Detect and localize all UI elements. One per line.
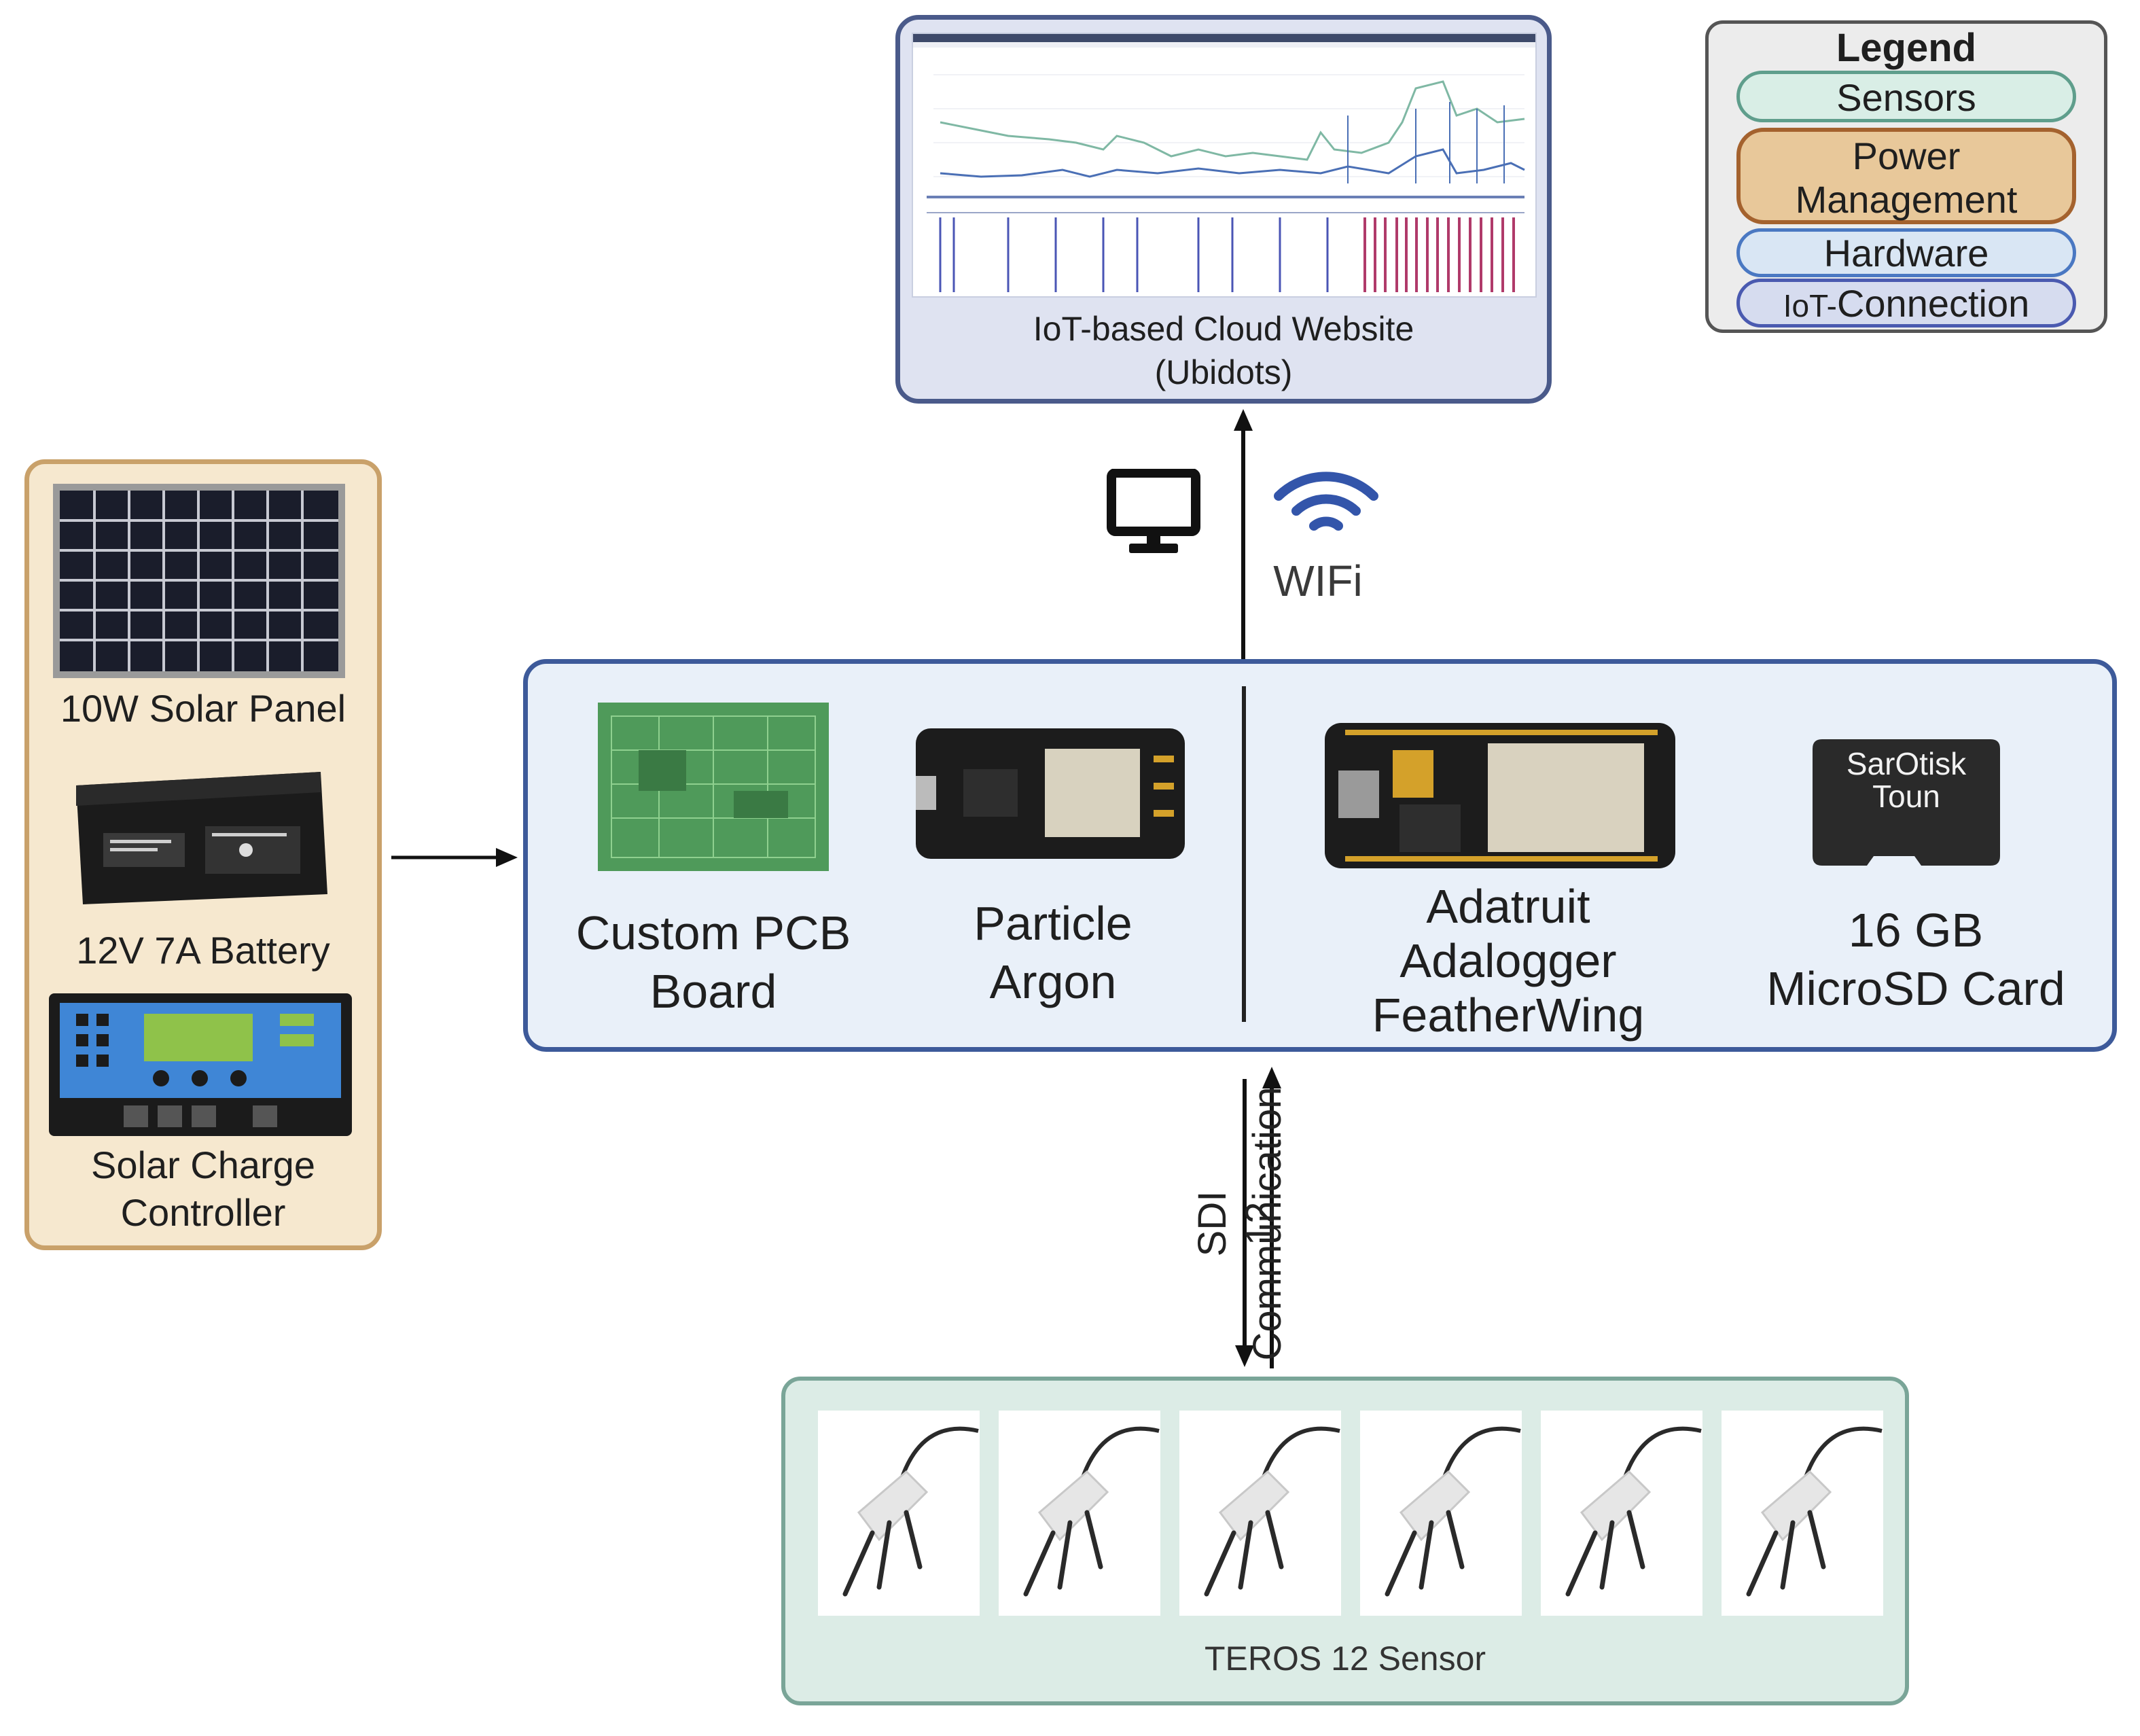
- teros-sensor-1: [818, 1411, 980, 1616]
- legend-hardware-label: Hardware: [1823, 232, 1989, 274]
- particle-argon-line2: Argon: [989, 955, 1117, 1008]
- charge-controller-label: Solar Charge Controller: [24, 1141, 382, 1237]
- charge-controller-line2: Controller: [120, 1191, 286, 1234]
- microsd-card-text: SarOtisk Toun: [1813, 747, 2000, 813]
- custom-pcb-icon: [598, 703, 829, 871]
- wifi-icon: [1274, 472, 1378, 531]
- upload-arrow: [1234, 409, 1253, 663]
- charge-controller-line1: Solar Charge: [91, 1144, 315, 1186]
- soil-sensor-icon: [1746, 1426, 1883, 1597]
- battery-label: 12V 7A Battery: [76, 929, 330, 972]
- sdi12-label: SDI 12: [1190, 1190, 1282, 1257]
- soil-sensor-icon: [1204, 1426, 1340, 1597]
- hardware-divider: [1242, 686, 1246, 1022]
- microsd-card-shape: [1813, 739, 2000, 866]
- microsd-line2: MicroSD Card: [1766, 962, 2065, 1015]
- teros-sensor-5: [1541, 1411, 1702, 1616]
- adalogger-line2: Adalogger: [1399, 934, 1617, 987]
- microsd-label: 16 GB MicroSD Card: [1726, 901, 2106, 1018]
- custom-pcb-line2: Board: [649, 965, 777, 1018]
- adalogger-line3: FeatherWing: [1372, 989, 1645, 1042]
- cloud-title-line2: (Ubidots): [1154, 353, 1293, 391]
- microsd-card-text1: SarOtisk: [1846, 746, 1967, 781]
- adalogger-featherwing-icon: [1325, 723, 1675, 868]
- adalogger-line1: Adatruit: [1426, 880, 1590, 933]
- soil-sensor-icon: [1023, 1426, 1160, 1597]
- legend-management-label: Management: [1795, 178, 2018, 221]
- dashboard-screenshot: [912, 33, 1537, 298]
- legend-sensors-label: Sensors: [1836, 76, 1976, 119]
- microsd-card-icon: SarOtisk Toun: [1813, 739, 2000, 866]
- sensors-label: TEROS 12 Sensor: [1204, 1640, 1486, 1678]
- power-to-hardware-arrow: [391, 848, 518, 867]
- communication-label: Communication: [1245, 1086, 1289, 1361]
- microsd-card-text2: Toun: [1872, 779, 1940, 814]
- legend-item-power-management: Power Management: [1736, 128, 2076, 224]
- battery-icon: [76, 772, 327, 904]
- legend-title: Legend: [1836, 26, 1977, 70]
- sdi12-arrows: [1235, 1067, 1281, 1368]
- adalogger-label: Adatruit Adalogger FeatherWing: [1298, 879, 1719, 1042]
- soil-sensor-icon: [1565, 1426, 1702, 1597]
- teros-sensor-3: [1179, 1411, 1341, 1616]
- teros-sensor-4: [1360, 1411, 1522, 1616]
- charge-controller-icon: [49, 993, 352, 1136]
- legend-connection-label: Connection: [1836, 282, 2030, 325]
- cloud-website-label: IoT-based Cloud Website (Ubidots): [895, 307, 1552, 394]
- monitor-icon: [1107, 469, 1200, 553]
- soil-sensor-icon: [1385, 1426, 1521, 1597]
- custom-pcb-line1: Custom PCB: [575, 906, 851, 959]
- solar-panel-icon: [53, 484, 345, 678]
- legend-item-iot-connection: IoT-Connection: [1736, 279, 2076, 327]
- teros-sensor-2: [999, 1411, 1160, 1616]
- solar-panel-label: 10W Solar Panel: [60, 687, 346, 730]
- cloud-title-line1: IoT-based Cloud Website: [1033, 310, 1414, 348]
- legend-item-sensors: Sensors: [1736, 71, 2076, 122]
- soil-sensor-icon: [842, 1426, 979, 1597]
- legend-item-hardware: Hardware: [1736, 228, 2076, 277]
- particle-argon-line1: Particle: [974, 897, 1133, 950]
- legend-iot-prefix: IoT-: [1783, 288, 1837, 323]
- microsd-line1: 16 GB: [1848, 904, 1984, 957]
- dashboard-chart-graphic: [913, 34, 1535, 292]
- legend-power-label: Power: [1852, 135, 1961, 177]
- wifi-label: WIFi: [1273, 556, 1363, 605]
- particle-argon-icon: [916, 728, 1185, 859]
- particle-argon-label: Particle Argon: [897, 894, 1209, 1011]
- teros-sensor-6: [1722, 1411, 1883, 1616]
- custom-pcb-label: Custom PCB Board: [557, 904, 870, 1021]
